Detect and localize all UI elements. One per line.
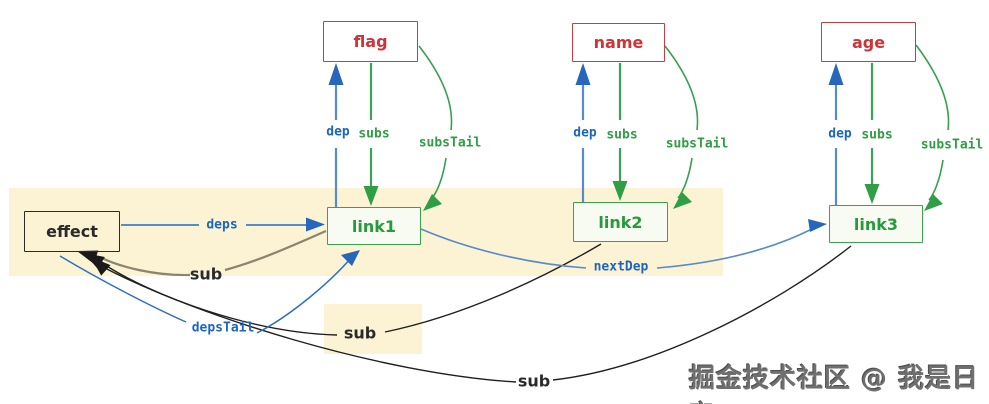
subs-tail-arrow-1 (418, 45, 453, 211)
watermark-text: 掘金技术社区 @ 我是日安 (689, 364, 980, 404)
edge-label-depstail: depsTail (191, 320, 255, 336)
subs-tail-arrow-3 (915, 44, 950, 211)
signal-box-name: name (572, 23, 665, 62)
link-box-link2: link2 (573, 202, 668, 242)
edge-label-dep-2: dep (573, 125, 597, 141)
edge-label-substail-1: subsTail (418, 135, 482, 151)
effect-box: effect (24, 211, 120, 252)
subs-arrow-2 (612, 63, 628, 201)
edge-label-sub-2: sub (343, 323, 377, 343)
edge-label-sub-1: sub (189, 264, 223, 284)
signal-label: name (593, 33, 644, 52)
edge-label-subs-1: subs (358, 126, 390, 142)
subs-arrow-3 (864, 63, 880, 204)
edge-label-dep-3: dep (828, 126, 852, 142)
signal-box-age: age (821, 22, 916, 62)
signal-box-flag: flag (323, 21, 418, 62)
link-label: link3 (853, 214, 899, 234)
dep-arrow-3 (828, 63, 844, 205)
edge-label-sub-3: sub (517, 371, 551, 391)
edge-label-substail-3: subsTail (920, 137, 984, 153)
edge-label-subs-2: subs (606, 127, 638, 143)
sub-wire-link1 (99, 229, 327, 277)
subs-arrow-1 (363, 63, 379, 206)
sub-wire-link3 (102, 245, 852, 383)
deps-arrow (121, 217, 325, 232)
edge-label-nextdep: nextDep (593, 259, 649, 275)
sub-arrowheads-cluster (77, 250, 111, 276)
edge-label-dep-1: dep (326, 124, 350, 140)
edge-label-subs-3: subs (861, 127, 893, 143)
edge-label-deps: deps (206, 217, 238, 233)
sub-wire-link2 (101, 243, 602, 336)
link-box-link3: link3 (829, 205, 923, 243)
signal-label: age (851, 32, 886, 52)
link-box-link1: link1 (327, 207, 421, 245)
dep-arrow-1 (328, 63, 344, 207)
deps-tail-arrow (59, 250, 360, 334)
next-dep-arrow (420, 219, 827, 269)
edge-label-substail-2: subsTail (665, 136, 729, 152)
signal-label: flag (353, 32, 388, 51)
highlight-chip-sub (324, 304, 422, 354)
subs-tail-arrow-2 (664, 45, 699, 209)
link-label: link1 (351, 216, 397, 236)
dep-arrow-2 (575, 63, 591, 202)
effect-label: effect (46, 222, 98, 241)
link-label: link2 (598, 212, 643, 232)
